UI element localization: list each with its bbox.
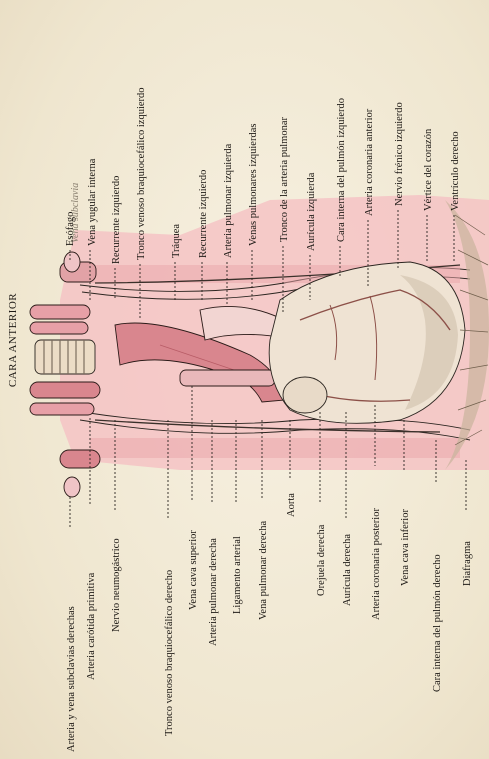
label-orejuela-derecha: Orejuela derecha (316, 524, 327, 596)
label-ventriculo-derecho: Ventrículo derecho (450, 131, 461, 211)
label-cara-interna-pulmon-derecho: Cara interna del pulmón derecho (432, 554, 443, 692)
label-esofago: Esófago (65, 212, 76, 246)
labels-bottom: Arteria y vena subclavias derechas Arter… (66, 493, 473, 752)
label-arteria-coronaria-posterior: Arteria coronaria posterior (371, 508, 382, 620)
label-tronco-venoso-izq: Tronco venoso braquiocefálico izquierdo (136, 87, 147, 260)
label-vertice-corazon: Vértice del corazón (423, 128, 434, 211)
figure-title: CARA ANTERIOR (7, 293, 19, 387)
label-auricula-izquierda: Aurícula izquierda (306, 172, 317, 251)
label-arteria-vena-subclavias: Arteria y vena subclavias derechas (66, 606, 77, 752)
label-auricula-derecha: Aurícula derecha (342, 534, 353, 606)
label-venas-pulmonares-izquierdas: Venas pulmonares izquierdas (248, 124, 259, 246)
label-vena-cava-superior: Vena cava superior (188, 530, 199, 610)
label-aorta: Aorta (286, 493, 297, 517)
label-arteria-carotida-primitiva: Arteria carótida primitiva (86, 572, 97, 680)
label-tronco-venoso-der: Tronco venoso braquiocefálico derecho (164, 570, 175, 736)
right-lung-band (90, 438, 460, 458)
label-ligamento-arterial: Ligamento arterial (232, 536, 243, 614)
title-group: CARA ANTERIOR (7, 293, 19, 387)
label-arteria-coronaria-anterior: Arteria coronaria anterior (364, 108, 375, 216)
right-atrium (283, 377, 327, 413)
label-tronco-arteria-pulmonar: Tronco de la arteria pulmonar (279, 117, 290, 242)
label-nervio-frenico-izquierdo: Nervio frénico izquierdo (394, 102, 405, 206)
label-cara-interna-pulmon-izquierdo: Cara interna del pulmón izquierdo (336, 98, 347, 242)
label-vena-pulmonar-derecha: Vena pulmonar derecha (258, 521, 269, 620)
label-nervio-neumogastrico: Nervio neumogástrico (111, 538, 122, 632)
superior-vena-cava (180, 370, 275, 386)
trachea (35, 340, 95, 374)
label-recurrente-izquierdo-1: Recurrente izquierdo (111, 176, 122, 264)
label-arteria-pulmonar-izquierda: Arteria pulmonar izquierda (223, 143, 234, 258)
label-traquea: Tráquea (171, 224, 182, 258)
label-vena-cava-inferior: Vena cava inferior (400, 509, 411, 586)
label-diafragma: Diafragma (462, 541, 473, 586)
label-arteria-pulmonar-derecha: Arteria pulmonar derecha (208, 538, 219, 646)
label-recurrente-izquierdo-2: Recurrente izquierdo (198, 170, 209, 258)
label-vena-yugular-interna: Vena yugular interna (87, 158, 98, 246)
